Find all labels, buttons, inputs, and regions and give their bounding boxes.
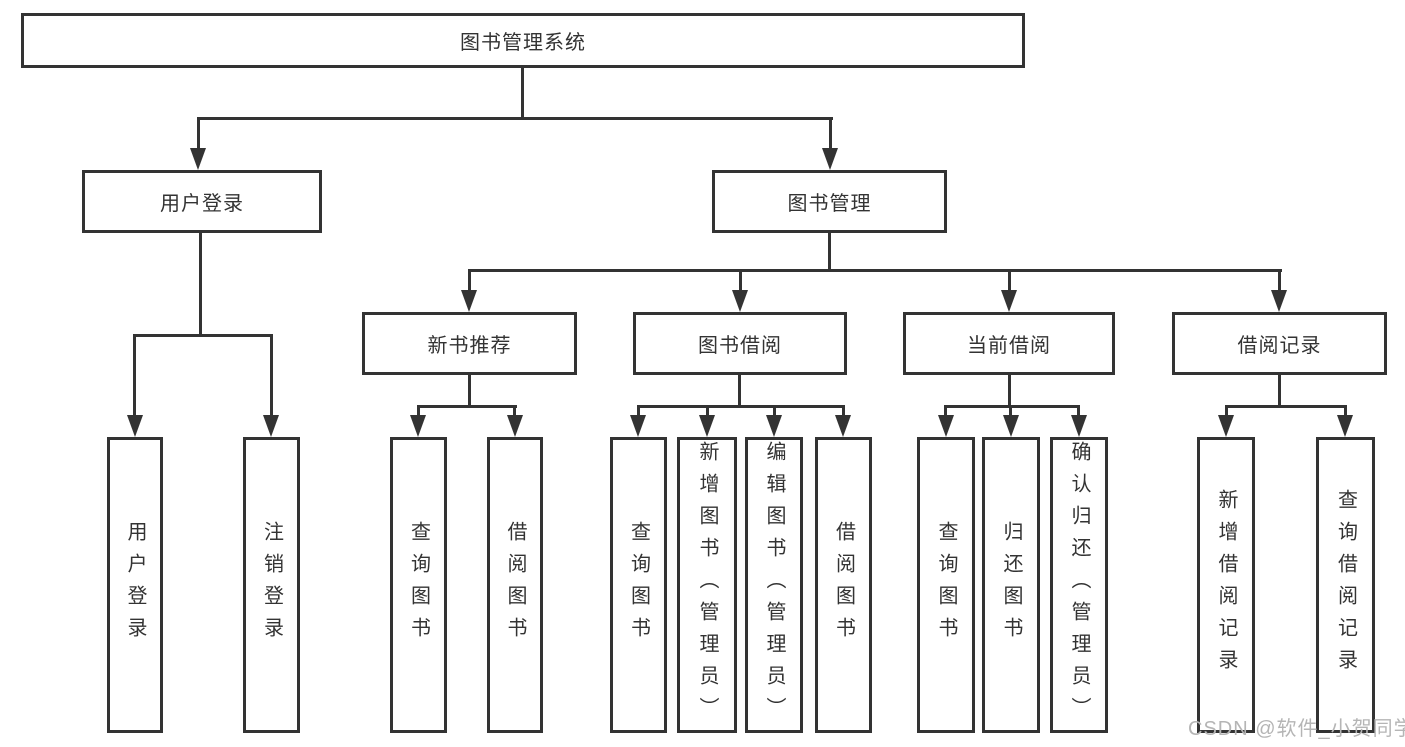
connector-stem <box>829 117 832 151</box>
leaf-add-borrow-record: 新增借阅记录 <box>1197 437 1255 733</box>
node-current-borrowing: 当前借阅 <box>903 312 1115 375</box>
connector-stem <box>637 405 640 418</box>
node-label: 当前借阅 <box>967 335 1051 357</box>
connector-stem <box>1077 405 1080 418</box>
node-label: 借阅记录 <box>1237 335 1322 357</box>
leaf-confirm-return-admin: 确认归还（管理员） <box>1050 437 1108 733</box>
arrow-down-icon <box>699 415 715 437</box>
connector-stem <box>1278 269 1281 293</box>
connector-level3-rail <box>468 269 1282 272</box>
connector-user-login-down <box>199 231 202 337</box>
connector-borrowing-records-down <box>1278 373 1281 408</box>
leaf-label: 查询图书 <box>627 521 650 649</box>
leaf-edit-books-admin: 编辑图书（管理员） <box>745 437 803 733</box>
connector-stem <box>739 269 742 293</box>
node-label: 图书借阅 <box>698 335 782 357</box>
connector-stem <box>1344 405 1347 418</box>
arrow-down-icon <box>1337 415 1353 437</box>
connector-stem <box>197 117 200 151</box>
connector-book-borrowing-rail <box>637 405 845 408</box>
leaf-query-books-current: 查询图书 <box>917 437 975 733</box>
connector-stem <box>468 269 471 293</box>
connector-stem <box>1008 269 1011 293</box>
arrow-down-icon <box>766 415 782 437</box>
node-book-management: 图书管理 <box>712 170 947 233</box>
arrow-down-icon <box>507 415 523 437</box>
arrow-down-icon <box>835 415 851 437</box>
node-book-borrowing: 图书借阅 <box>633 312 847 375</box>
connector-stem <box>842 405 845 418</box>
connector-new-book-down <box>468 373 471 408</box>
leaf-label: 编辑图书（管理员） <box>763 441 785 729</box>
connector-stem <box>706 405 709 418</box>
leaf-user-login: 用户登录 <box>107 437 163 733</box>
node-label: 图书管理系统 <box>460 32 586 54</box>
arrow-down-icon <box>1218 415 1234 437</box>
leaf-label: 用户登录 <box>124 521 146 649</box>
arrow-down-icon <box>263 415 279 437</box>
node-label: 新书推荐 <box>427 335 512 357</box>
leaf-query-books-borrowing: 查询图书 <box>610 437 667 733</box>
connector-current-borrowing-rail <box>944 405 1080 408</box>
leaf-label: 归还图书 <box>1000 521 1022 649</box>
leaf-label: 借阅图书 <box>832 521 855 649</box>
connector-book-management-down <box>828 231 831 272</box>
leaf-query-borrow-record: 查询借阅记录 <box>1316 437 1375 733</box>
leaf-return-books: 归还图书 <box>982 437 1040 733</box>
leaf-label: 查询借阅记录 <box>1334 489 1357 681</box>
leaf-label: 确认归还（管理员） <box>1068 441 1090 729</box>
connector-stem <box>773 405 776 418</box>
connector-borrowing-records-rail <box>1225 405 1347 408</box>
arrow-down-icon <box>822 148 838 170</box>
connector-book-borrowing-down <box>738 373 741 408</box>
arrow-down-icon <box>461 290 477 312</box>
arrow-down-icon <box>1271 290 1287 312</box>
arrow-down-icon <box>190 148 206 170</box>
connector-new-book-rail <box>417 405 517 408</box>
connector-stem <box>1225 405 1228 418</box>
arrow-down-icon <box>630 415 646 437</box>
leaf-borrow-books-recommend: 借阅图书 <box>487 437 543 733</box>
leaf-label: 查询图书 <box>407 521 430 649</box>
arrow-down-icon <box>938 415 954 437</box>
connector-level2-rail <box>197 117 833 120</box>
connector-stem <box>417 405 420 418</box>
arrow-down-icon <box>1071 415 1087 437</box>
connector-stem <box>513 405 516 418</box>
leaf-label: 借阅图书 <box>504 521 526 649</box>
leaf-label: 查询图书 <box>935 521 957 649</box>
node-new-book-recommend: 新书推荐 <box>362 312 577 375</box>
node-user-login: 用户登录 <box>82 170 322 233</box>
arrow-down-icon <box>1003 415 1019 437</box>
leaf-label: 注销登录 <box>260 521 283 649</box>
leaf-add-books-admin: 新增图书（管理员） <box>677 437 737 733</box>
connector-stem <box>1009 405 1012 418</box>
connector-root-down <box>521 66 524 120</box>
connector-current-borrowing-down <box>1008 373 1011 408</box>
leaf-label: 新增借阅记录 <box>1215 489 1237 681</box>
connector-stem <box>270 334 273 418</box>
node-library-management-system: 图书管理系统 <box>21 13 1025 68</box>
node-label: 用户登录 <box>160 193 244 215</box>
node-borrowing-records: 借阅记录 <box>1172 312 1387 375</box>
arrow-down-icon <box>127 415 143 437</box>
arrow-down-icon <box>732 290 748 312</box>
connector-stem <box>944 405 947 418</box>
node-label: 图书管理 <box>787 193 872 215</box>
leaf-label: 新增图书（管理员） <box>696 441 718 729</box>
arrow-down-icon <box>1001 290 1017 312</box>
leaf-borrow-books-borrowing: 借阅图书 <box>815 437 872 733</box>
connector-stem <box>133 334 136 418</box>
connector-user-login-rail <box>133 334 273 337</box>
leaf-query-books-recommend: 查询图书 <box>390 437 447 733</box>
leaf-logout: 注销登录 <box>243 437 300 733</box>
watermark: CSDN @软件_小贺同学 <box>1188 718 1405 740</box>
arrow-down-icon <box>410 415 426 437</box>
